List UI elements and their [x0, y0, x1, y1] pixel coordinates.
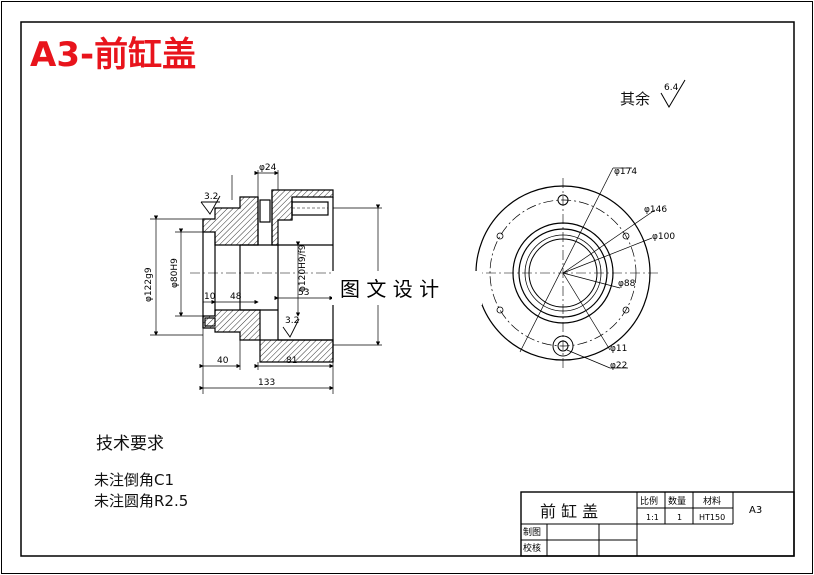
dim-phi80: φ80H9 [170, 258, 180, 288]
title-block-drawn: 制图 [523, 526, 541, 538]
dim-phi174: φ174 [614, 167, 637, 177]
dim-phi120: φ120H9/f9 [298, 244, 308, 292]
front-view [468, 167, 658, 369]
dim-len53: 53 [298, 288, 309, 298]
title-block-scale: 1:1 [646, 513, 659, 522]
title-block-qty: 1 [677, 513, 682, 522]
title-block-h-qty: 数量 [668, 495, 686, 507]
title-block-sheet: A3 [749, 505, 762, 516]
dim-phi100: φ100 [652, 232, 675, 242]
dim-phi88: φ88 [618, 279, 636, 289]
dim-len81: 81 [286, 356, 297, 366]
watermark-bg [332, 271, 482, 305]
dim-phi22: φ22 [610, 361, 627, 371]
surface-finish-value: 6.4 [664, 83, 679, 93]
dim-phi146: φ146 [644, 205, 667, 215]
title-block-h-scale: 比例 [640, 495, 658, 507]
title-banner: A3-前缸盖 [30, 35, 196, 75]
tech-req-line1: 未注倒角C1 [94, 471, 174, 489]
title-block [520, 491, 795, 557]
title-block-checked: 校核 [523, 542, 541, 554]
hatch-lower-flange [202, 309, 261, 341]
dim-len40: 40 [217, 356, 229, 366]
hatch-upper-flange [202, 196, 259, 246]
dim-phi122: φ122g9 [144, 267, 154, 302]
dim-len48: 48 [230, 292, 242, 302]
dim-len10: 10 [204, 292, 216, 302]
tech-req-title: 技术要求 [96, 434, 164, 454]
dim-phi11: φ11 [610, 344, 627, 354]
inner-frame [20, 21, 795, 557]
section-view: φ24 3.2 3.2 φ122g9 φ80H9 φ120H9/f9 10 48… [144, 163, 382, 394]
dim-ra-bottom: 3.2 [285, 316, 299, 326]
dim-phi24: φ24 [259, 163, 277, 173]
dim-ra-top: 3.2 [204, 192, 218, 202]
tech-req-line2: 未注圆角R2.5 [94, 492, 188, 510]
surface-finish-label: 其余 [620, 90, 650, 108]
title-block-material: HT150 [699, 513, 725, 522]
title-block-h-material: 材料 [703, 495, 721, 507]
dim-len133: 133 [258, 378, 275, 388]
watermark-text: 图 文 设 计 [340, 277, 439, 301]
hatch-upper-boss [271, 189, 334, 246]
surface-finish-symbol [660, 79, 686, 108]
title-block-part-name: 前 缸 盖 [540, 502, 598, 521]
